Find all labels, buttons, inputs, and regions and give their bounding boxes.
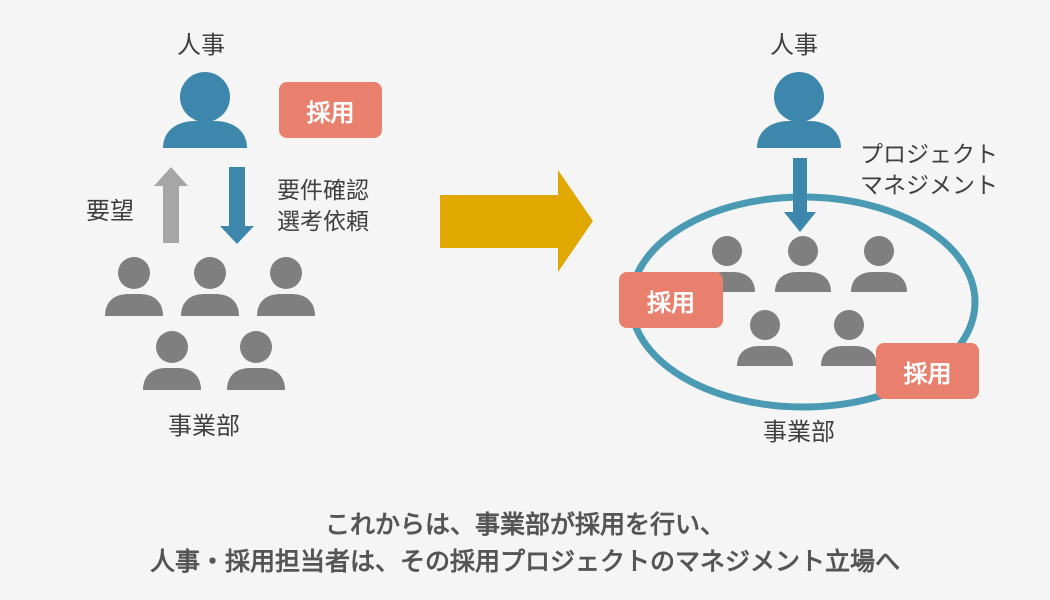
right-hr-person-icon [757,72,841,148]
right-dept-people [699,236,907,366]
tasks-arrow-down-icon [220,167,254,244]
caption-line2: 人事・採用担当者は、その採用プロジェクトのマネジメント立場へ [149,547,900,576]
tasks-label-line2: 選考依頼 [277,209,369,235]
pm-label-line2: マネジメント [860,173,998,199]
pm-arrow-down-icon [784,158,816,232]
right-dept-label: 事業部 [763,418,835,446]
left-hr-person-icon [163,72,247,148]
person-icon [775,236,831,292]
left-recruit-badge: 採用 [279,82,382,138]
person-icon [143,331,201,390]
left-hr-label: 人事 [177,31,225,59]
person-icon [851,236,907,292]
person-icon [181,257,239,316]
request-arrow-up-icon [154,167,188,243]
person-icon [105,257,163,316]
tasks-label-line1: 要件確認 [277,178,369,204]
person-icon [737,310,793,366]
pm-label-line1: プロジェクト [860,142,998,168]
right-recruit-badge-right: 採用 [876,343,979,399]
left-dept-people [105,257,315,390]
person-icon [821,310,877,366]
caption-line1: これからは、事業部が採用を行い、 [324,510,725,539]
left-dept-label: 事業部 [168,412,240,440]
request-label: 要望 [86,197,134,225]
person-icon [257,257,315,316]
right-recruit-badge-left: 採用 [619,272,723,328]
person-icon [227,331,285,390]
transition-right-arrow-icon [440,170,593,272]
right-hr-label: 人事 [770,31,818,59]
